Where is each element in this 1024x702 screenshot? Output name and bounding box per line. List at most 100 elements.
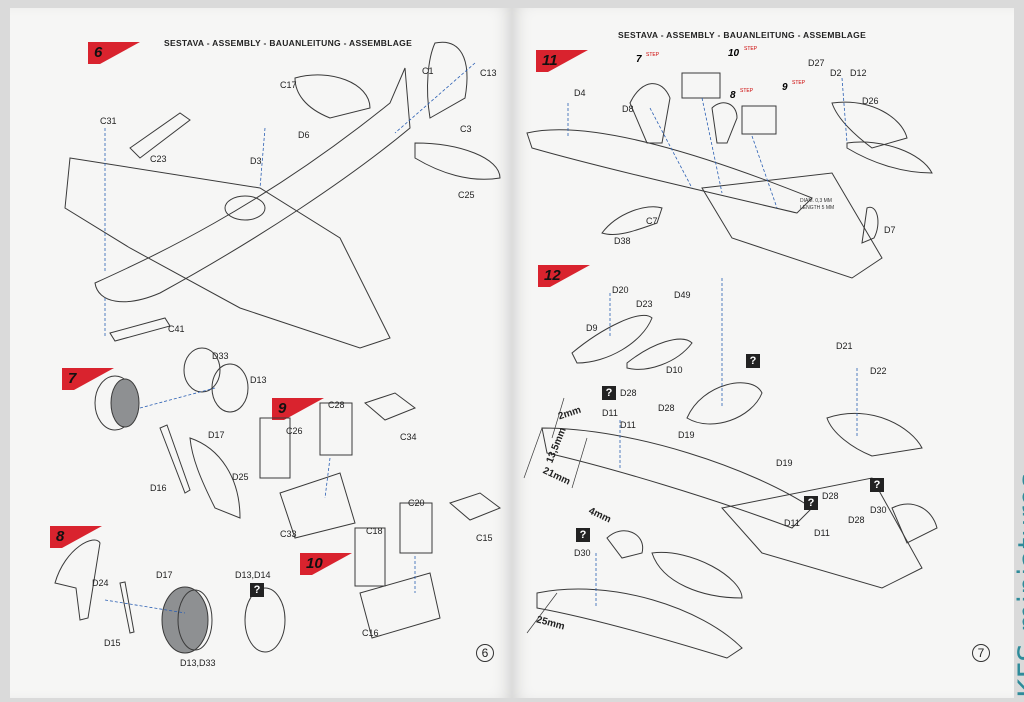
unknown-part-marker: ?: [602, 386, 616, 400]
step-badge: 11: [536, 50, 588, 72]
step-number: 8: [56, 528, 65, 545]
part-label: D28: [658, 403, 675, 413]
step-badge: 9: [272, 398, 324, 420]
part-label: D25: [232, 472, 249, 482]
part-label: D16: [150, 483, 167, 493]
sub-step-number: 8: [730, 90, 736, 101]
sub-step-badge: 8 STEP: [728, 88, 758, 104]
part-label: D13: [250, 375, 267, 385]
page-number: 7: [972, 644, 990, 662]
drill-note: DIAM. 0,3 MM LENGTH 5 MM: [800, 198, 834, 212]
part-label: D49: [674, 290, 691, 300]
step-badge: 6: [88, 42, 140, 64]
part-label: C31: [100, 116, 117, 126]
unknown-part-marker: ?: [746, 354, 760, 368]
part-label: D30: [574, 548, 591, 558]
part-label: D12: [850, 68, 867, 78]
step-badge: 8: [50, 526, 102, 548]
part-label: D27: [808, 58, 825, 68]
part-label: D28: [848, 515, 865, 525]
part-label: D6: [298, 130, 310, 140]
part-label: D11: [620, 420, 636, 430]
step-number: 11: [542, 52, 558, 69]
part-label: C20: [408, 498, 425, 508]
part-label: D28: [620, 388, 637, 398]
part-label: D15: [104, 638, 121, 648]
part-label: C17: [280, 80, 297, 90]
part-label: D17: [208, 430, 225, 440]
part-label: D10: [666, 365, 683, 375]
part-label: C15: [476, 533, 493, 543]
watermark: KFS-miniatures: [982, 440, 1024, 700]
step-badge: 10: [300, 553, 352, 575]
sub-step-badge: 7 STEP: [634, 52, 664, 68]
unknown-part-marker: ?: [576, 528, 590, 542]
drill-note-line: DIAM. 0,3 MM: [800, 198, 832, 204]
part-label: D22: [870, 366, 887, 376]
part-label: C33: [280, 529, 297, 539]
line-art-illustration: [523, 72, 938, 659]
page-header: SESTAVA - ASSEMBLY - BAUANLEITUNG - ASSE…: [164, 38, 413, 48]
part-label: C23: [150, 154, 167, 164]
part-label: D4: [574, 88, 586, 98]
instruction-page-right: SESTAVA - ASSEMBLY - BAUANLEITUNG - ASSE…: [512, 8, 1014, 698]
part-label: D26: [862, 96, 879, 106]
part-label: D38: [614, 236, 631, 246]
part-label: D20: [612, 285, 629, 295]
sub-step-badge: 9 STEP: [780, 80, 810, 96]
sub-step-word: STEP: [792, 80, 806, 86]
part-label: D2: [830, 68, 842, 78]
part-label: D28: [822, 491, 839, 501]
page-header: SESTAVA - ASSEMBLY - BAUANLEITUNG - ASSE…: [618, 30, 867, 40]
part-label: C41: [168, 324, 185, 334]
step-number: 10: [306, 555, 323, 572]
part-label: D19: [776, 458, 793, 468]
step-badge: 7: [62, 368, 114, 390]
part-label: D8: [622, 104, 634, 114]
part-label: D7: [884, 225, 896, 235]
part-label: D21: [836, 341, 853, 351]
sub-step-word: STEP: [744, 46, 758, 52]
part-label: D9: [586, 323, 598, 333]
part-label: C18: [366, 526, 383, 536]
part-label: C28: [328, 400, 345, 410]
part-label: C26: [286, 426, 303, 436]
step-number: 9: [278, 400, 287, 417]
sub-step-badge: 10 STEP: [726, 46, 758, 62]
page-number: 6: [476, 644, 494, 662]
part-label: D24: [92, 578, 109, 588]
part-label: D23: [636, 299, 653, 309]
part-label: C25: [458, 190, 475, 200]
part-label: C7: [646, 216, 658, 226]
sub-step-number: 10: [728, 48, 740, 59]
part-label: C1: [422, 66, 434, 76]
step-number: 12: [544, 267, 561, 284]
part-label: D13,D33: [180, 658, 216, 668]
sub-step-number: 9: [782, 82, 788, 93]
part-label: D11: [602, 408, 618, 418]
part-label: C3: [460, 124, 472, 134]
sub-step-word: STEP: [740, 88, 754, 94]
sub-step-number: 7: [636, 54, 642, 65]
line-art-illustration: [54, 41, 502, 654]
part-label: D33: [212, 351, 229, 361]
part-label: D30: [870, 505, 887, 515]
part-label: C34: [400, 432, 417, 442]
unknown-part-marker: ?: [804, 496, 818, 510]
part-label: D13,D14: [235, 570, 271, 580]
sub-step-word: STEP: [646, 52, 660, 58]
part-label: C16: [362, 628, 379, 638]
part-label: D19: [678, 430, 695, 440]
step-number: 7: [68, 370, 77, 387]
step-badge: 12: [538, 265, 590, 287]
part-label: D17: [156, 570, 173, 580]
part-label: C13: [480, 68, 497, 78]
drill-note-line: LENGTH 5 MM: [800, 205, 835, 211]
step-number: 6: [94, 44, 103, 61]
part-label: D3: [250, 156, 262, 166]
part-label: D11: [814, 528, 830, 538]
unknown-part-marker: ?: [250, 583, 264, 597]
watermark-text: KFS-miniatures: [1012, 472, 1024, 698]
instruction-page-left: SESTAVA - ASSEMBLY - BAUANLEITUNG - ASSE…: [10, 8, 512, 698]
unknown-part-marker: ?: [870, 478, 884, 492]
